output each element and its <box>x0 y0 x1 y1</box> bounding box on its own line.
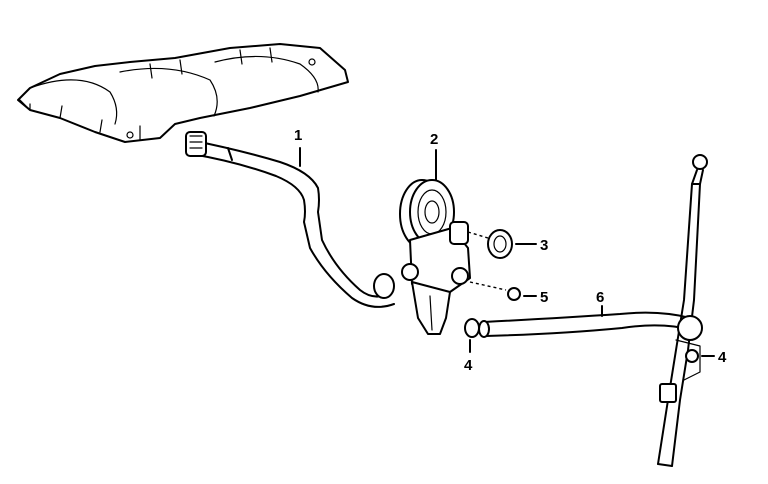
callout-2: 2 <box>430 131 438 148</box>
bolt-5 <box>469 281 537 301</box>
hose-6 <box>478 305 693 338</box>
clamp-4-left <box>464 318 480 353</box>
oil-separator-2 <box>399 179 471 335</box>
callout-1: 1 <box>294 127 302 144</box>
dipstick-tube <box>657 154 715 467</box>
callout-4-left: 4 <box>464 357 473 374</box>
grommet-3 <box>467 229 537 259</box>
callout-5: 5 <box>540 289 548 306</box>
callout-4-right: 4 <box>718 349 727 366</box>
callout-6: 6 <box>596 289 604 306</box>
callout-3: 3 <box>540 237 548 254</box>
valve-cover <box>17 43 349 143</box>
breather-hose-1 <box>185 131 395 308</box>
